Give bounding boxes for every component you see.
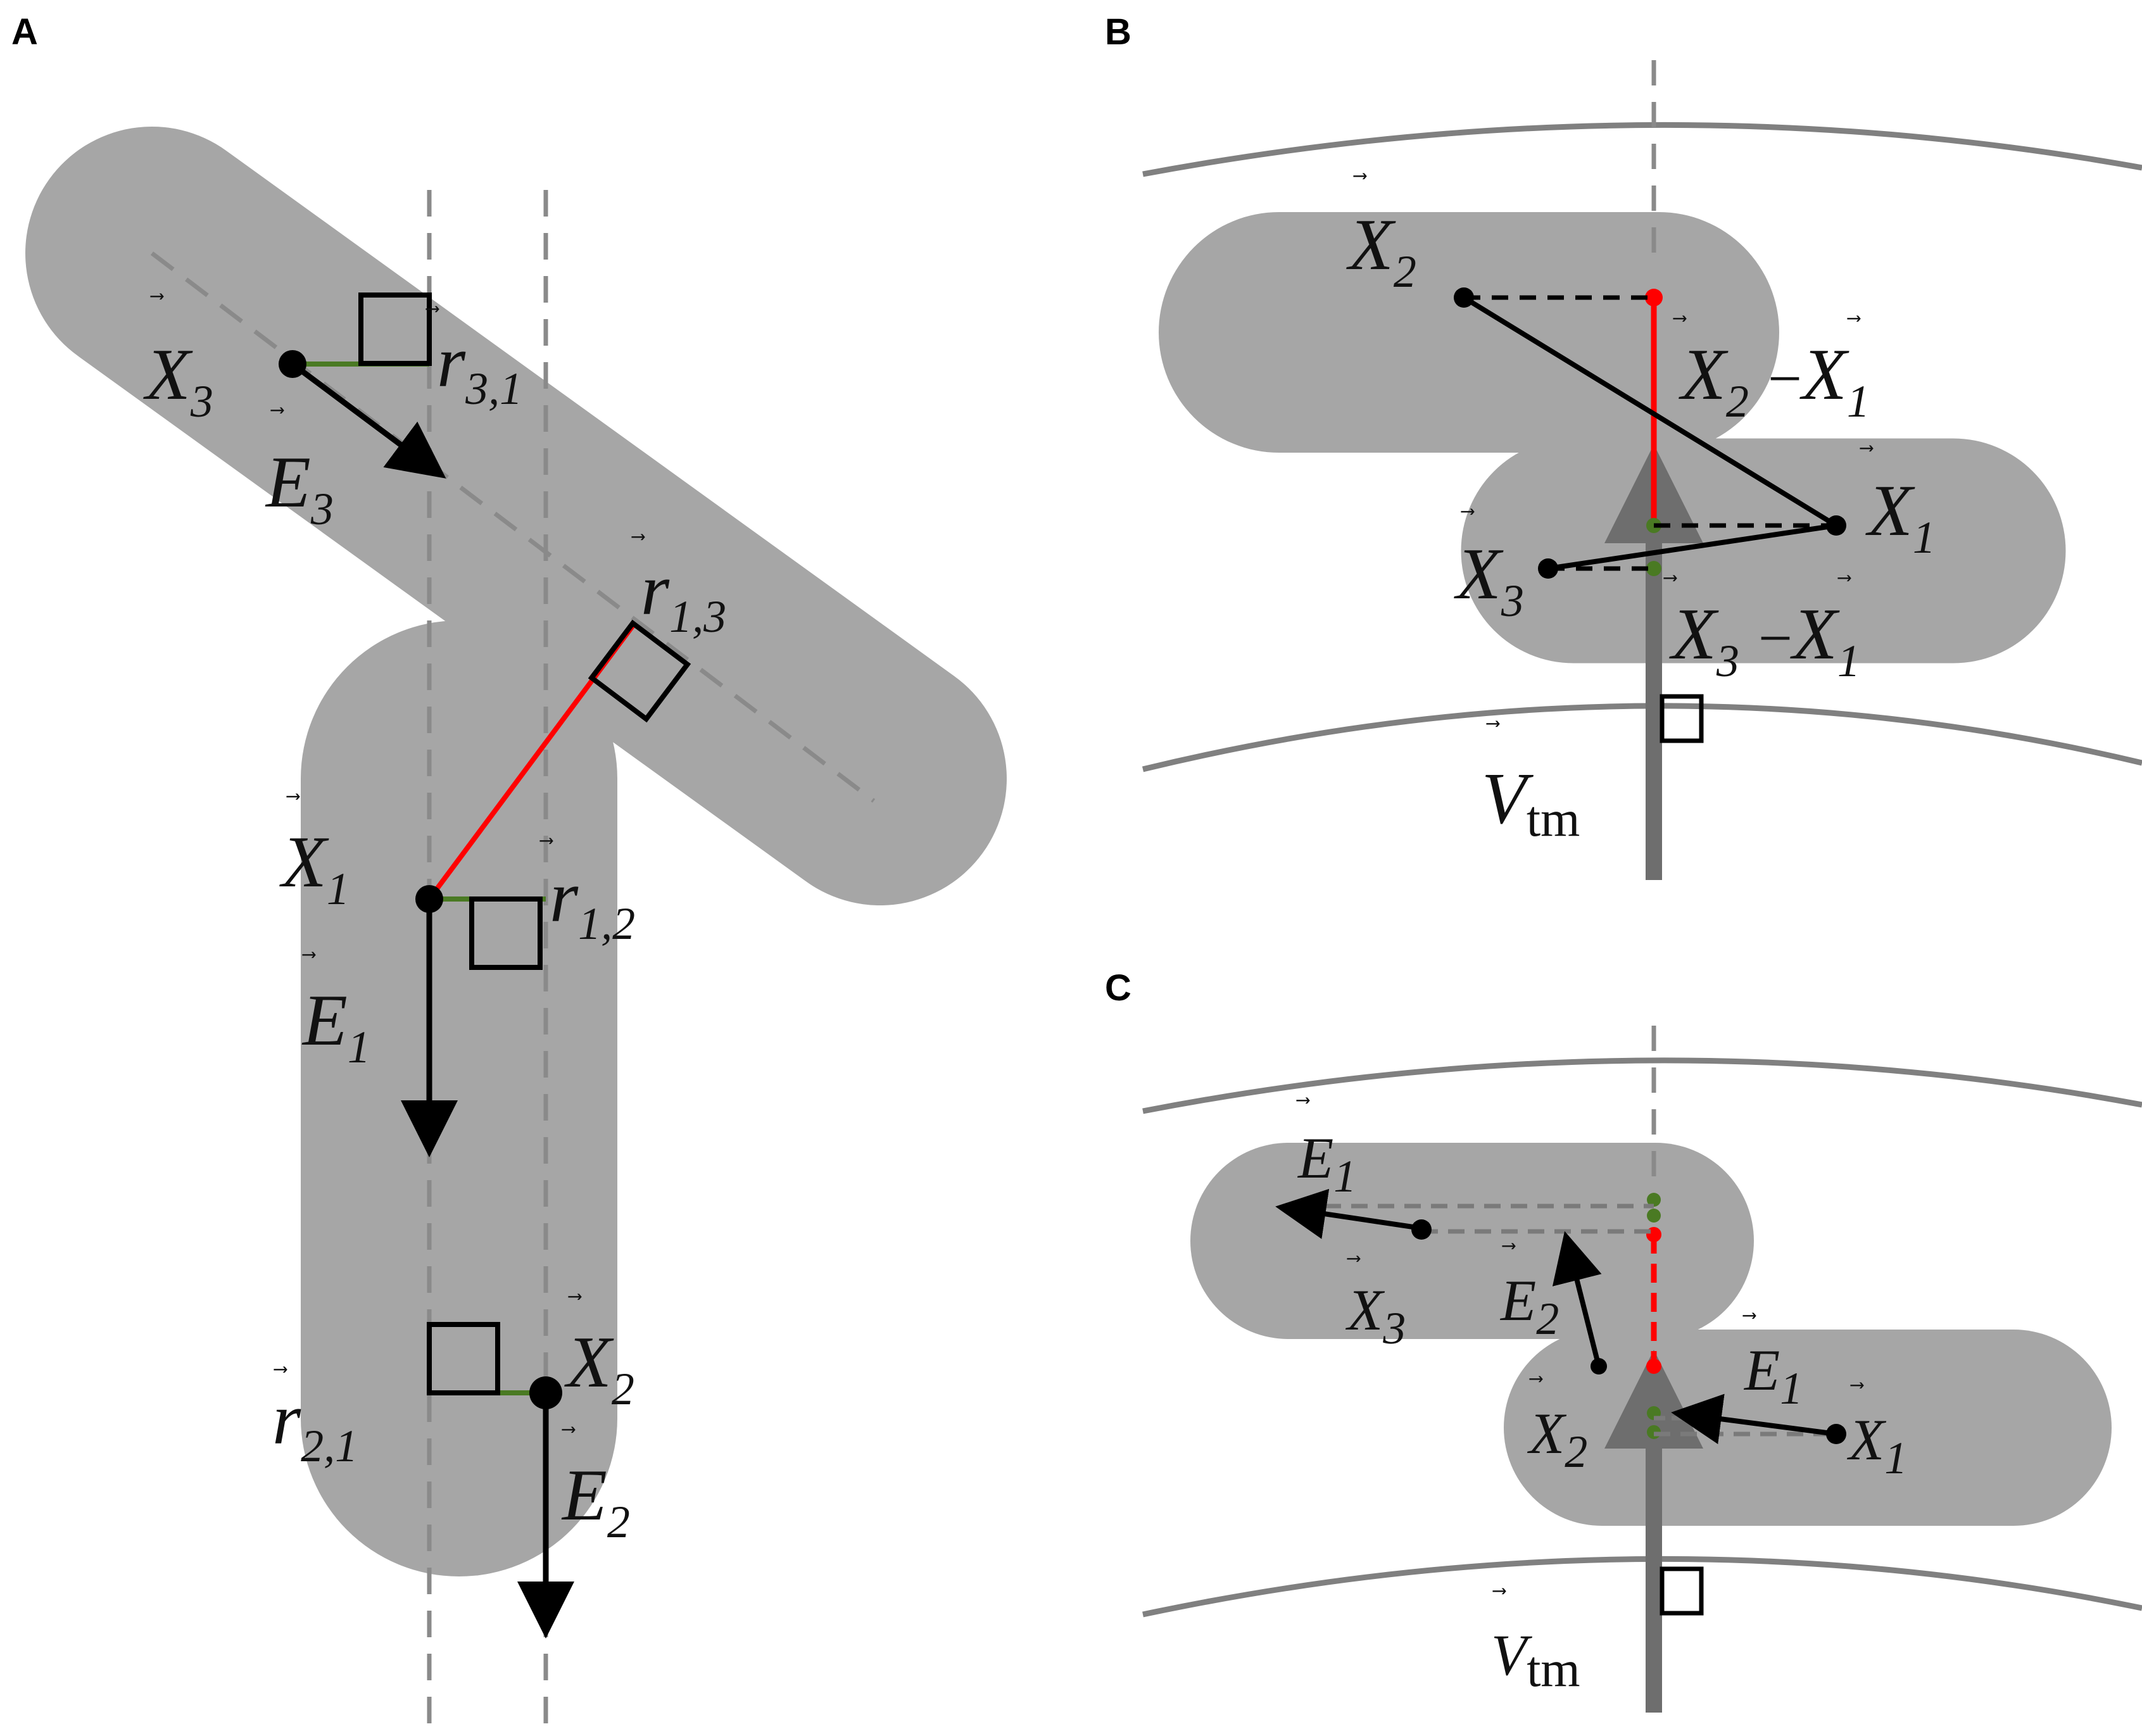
- panel-c-membrane-bottom: [1142, 1556, 2142, 1618]
- svg-text:E1: E1: [301, 980, 370, 1072]
- svg-text:r2,1: r2,1: [272, 1379, 358, 1471]
- panel-b-link-X3-X1: [1547, 523, 1837, 571]
- panel-a: A ⃗ X3 ⃗ E3: [11, 11, 1007, 1736]
- panel-c-green-dot-2: [1647, 1209, 1661, 1223]
- panel-a-right-angle-r31: [358, 292, 432, 366]
- panel-c-X2-point: [1591, 1358, 1607, 1374]
- panel-a-label-r31: ⃗ r3,1: [425, 306, 522, 414]
- panel-a-label-X3: ⃗ X3: [143, 293, 213, 427]
- vector-arrow-icon: ⃗: [1296, 1097, 1310, 1104]
- panel-c-X3-point: [1411, 1219, 1432, 1240]
- panel-b-X3-point: [1538, 558, 1558, 579]
- panel-a-letter: A: [11, 11, 38, 53]
- svg-text:X3: X3: [1454, 534, 1524, 626]
- panel-c-right-angle: [1660, 1566, 1704, 1616]
- svg-text:E1: E1: [1297, 1126, 1356, 1202]
- panel-a-label-E1: ⃗ E1: [301, 952, 370, 1072]
- svg-text:X3: X3: [1345, 1278, 1406, 1354]
- panel-c-label-X1: ⃗ X1: [1846, 1382, 1907, 1483]
- svg-text:X1: X1: [1865, 470, 1936, 563]
- svg-text:r1,3: r1,3: [641, 550, 726, 642]
- svg-text:X1: X1: [279, 822, 350, 914]
- panel-b-X1-point: [1826, 515, 1846, 536]
- panel-c-membrane-top: [1142, 1057, 2142, 1114]
- panel-b-label-X3: ⃗ X3: [1454, 508, 1524, 626]
- panel-a-label-r21: ⃗ r2,1: [272, 1366, 358, 1471]
- vector-arrow-icon: ⃗: [1353, 173, 1367, 180]
- svg-text:X3: X3: [143, 334, 213, 427]
- panel-c-label-E1: ⃗ E1: [1742, 1312, 1803, 1414]
- panel-a-right-angle-r12: [469, 896, 543, 970]
- panel-b-label-X3-minus-X1: ⃗ ⃗ X3−X1: [1663, 575, 1860, 686]
- vector-arrow-icon: ⃗: [286, 793, 300, 800]
- svg-text:Vtm: Vtm: [1491, 1623, 1580, 1697]
- panel-c: C ⃗: [1105, 967, 2142, 1713]
- vector-arrow-icon: ⃗: [1492, 1588, 1506, 1595]
- panel-a-right-angle-r21: [427, 1322, 500, 1395]
- panel-c-label-Vtm: ⃗ Vtm: [1491, 1588, 1580, 1697]
- svg-text:X2: X2: [564, 1322, 634, 1414]
- vector-arrow-icon: ⃗: [1847, 315, 1861, 322]
- panel-c-label-X2: ⃗ X2: [1527, 1376, 1587, 1477]
- panel-c-X1-point: [1826, 1424, 1846, 1444]
- panel-c-label-E1-top: ⃗ E1: [1296, 1097, 1356, 1202]
- panel-b-label-X2-minus-X1: ⃗ ⃗ X2−X1: [1673, 315, 1870, 427]
- svg-text:X1: X1: [1846, 1407, 1907, 1483]
- panel-b-membrane-top: [1142, 122, 2142, 177]
- svg-text:E2: E2: [561, 1455, 630, 1547]
- panel-c-red-dot-2: [1646, 1359, 1661, 1374]
- panel-c-green-dot-1: [1647, 1193, 1661, 1207]
- panel-b-letter: B: [1105, 11, 1131, 53]
- svg-text:E3: E3: [265, 442, 334, 534]
- panel-b-membrane-bottom: [1142, 703, 2142, 772]
- vector-arrow-icon: ⃗: [274, 1366, 287, 1373]
- panel-b-X2-point: [1454, 287, 1474, 308]
- vector-arrow-icon: ⃗: [1742, 1312, 1756, 1319]
- panel-a-label-r13: ⃗ r1,3: [631, 534, 726, 642]
- panel-c-label-X3: ⃗ X3: [1345, 1255, 1406, 1354]
- panel-b-right-angle: [1660, 694, 1704, 743]
- svg-text:r3,1: r3,1: [437, 322, 522, 414]
- svg-text:X2−X1: X2−X1: [1679, 334, 1870, 427]
- svg-text:X3−X1: X3−X1: [1669, 594, 1860, 686]
- panel-b-link-X2-X1: [1462, 295, 1838, 528]
- svg-text:E1: E1: [1743, 1338, 1803, 1414]
- panel-a-X3-point: [279, 350, 306, 378]
- svg-text:E2: E2: [1499, 1268, 1559, 1344]
- panel-b-label-X2: ⃗ X2: [1346, 173, 1416, 297]
- panel-a-diagonal-arm: [25, 127, 1007, 905]
- panel-a-E3-arrow: [291, 362, 446, 479]
- panel-a-diagonal-axis: [150, 251, 876, 803]
- vector-arrow-icon: ⃗: [1486, 720, 1500, 727]
- panel-a-right-angle-r13: [588, 619, 691, 723]
- panel-c-E2-arrow: [1552, 1231, 1602, 1367]
- panel-a-X2-point: [529, 1376, 562, 1409]
- panel-c-E1-top-arrow: [1275, 1188, 1422, 1239]
- panel-b-label-Vtm: ⃗ Vtm: [1482, 720, 1580, 847]
- panel-a-X1-point: [415, 885, 443, 913]
- svg-text:X2: X2: [1527, 1401, 1587, 1477]
- panel-b: B ⃗ X2: [1105, 11, 2142, 880]
- panel-a-label-r12: ⃗ r1,2: [539, 838, 635, 949]
- svg-text:Vtm: Vtm: [1482, 758, 1580, 847]
- panel-c-letter: C: [1105, 967, 1131, 1009]
- panel-c-E1-arrow: [1671, 1393, 1837, 1444]
- panel-b-green-dot-2: [1646, 561, 1661, 576]
- panel-b-red-dot: [1645, 289, 1663, 306]
- svg-text:X2: X2: [1346, 204, 1416, 297]
- svg-text:r1,2: r1,2: [550, 857, 635, 949]
